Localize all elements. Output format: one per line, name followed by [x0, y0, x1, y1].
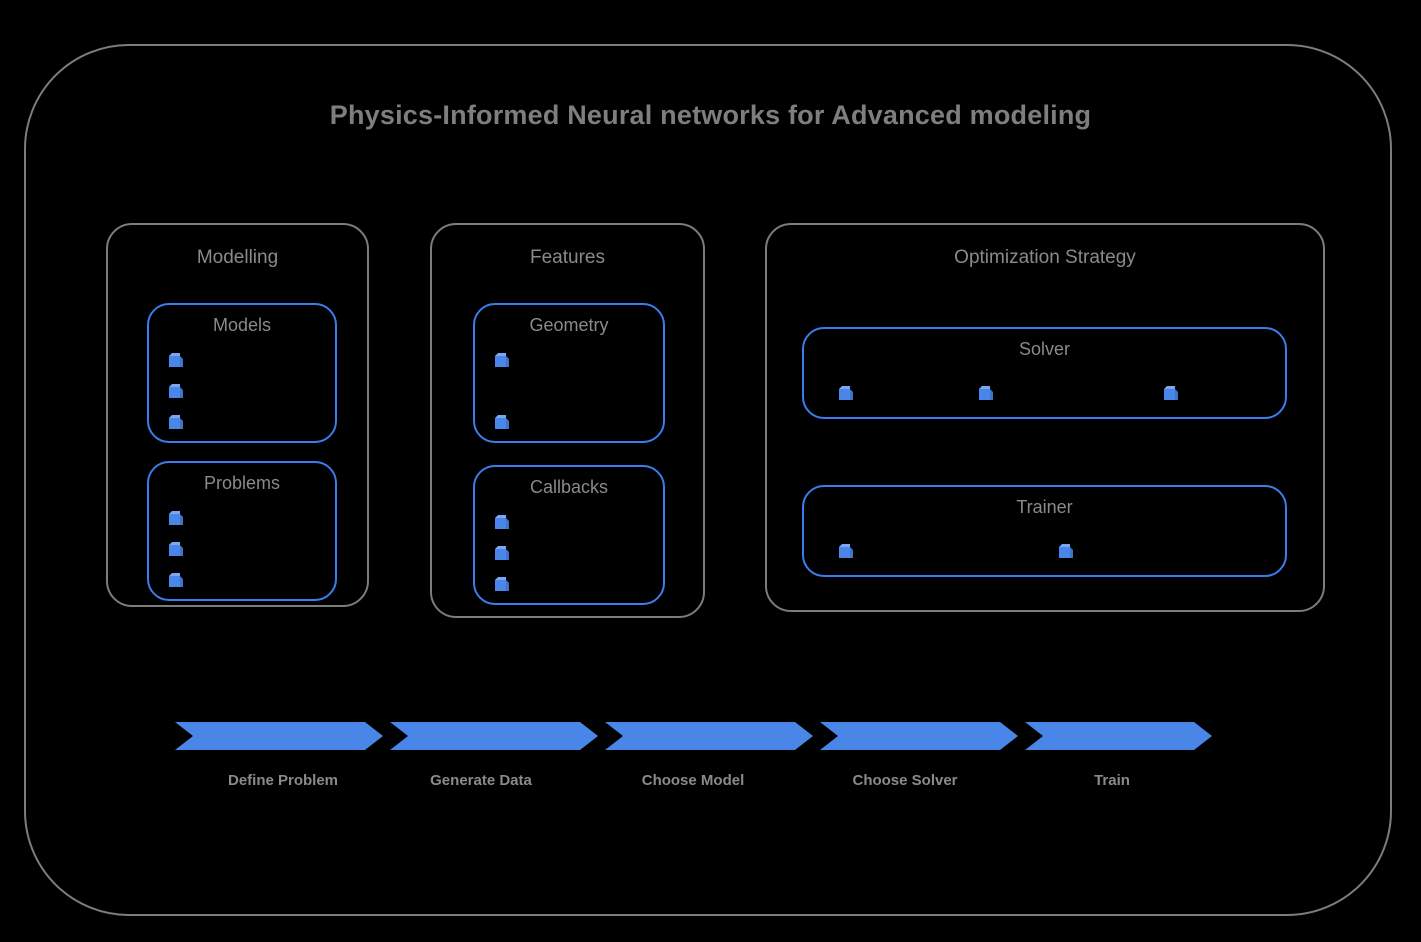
page-title: Physics-Informed Neural networks for Adv… [329, 100, 1092, 130]
pipeline-arrows [175, 722, 1212, 750]
pipeline-label-2: Generate Data [430, 772, 532, 789]
chevron-step-3[interactable] [605, 722, 813, 750]
cube-bullet-icon [839, 386, 853, 400]
box-geometry[interactable]: Geometry [473, 303, 665, 443]
cube-bullet-icon [169, 384, 183, 398]
chevron-step-2[interactable] [390, 722, 598, 750]
cube-bullet-icon [495, 353, 509, 367]
chevron-step-4[interactable] [820, 722, 1018, 750]
bullet-list-trainer [804, 544, 1285, 558]
cube-bullet-icon [169, 573, 183, 587]
group-panel-optimization-strategy: Optimization Strategy Solver Trainer [765, 223, 1325, 612]
cube-bullet-icon [1164, 386, 1178, 400]
outer-container [24, 44, 1392, 916]
box-solver[interactable]: Solver [802, 327, 1287, 419]
cube-bullet-icon [495, 546, 509, 560]
cube-bullet-icon [839, 544, 853, 558]
chevron-step-1[interactable] [175, 722, 383, 750]
box-title-solver: Solver [1018, 339, 1071, 359]
group-panel-features: Features Geometry Callbacks [430, 223, 705, 618]
cube-bullet-icon [169, 511, 183, 525]
cube-bullet-icon [1059, 544, 1073, 558]
box-models[interactable]: Models [147, 303, 337, 443]
group-panel-modelling: Modelling Models Problems [106, 223, 369, 607]
group-title-optimization-strategy: Optimization Strategy [954, 247, 1136, 268]
cube-bullet-icon [495, 515, 509, 529]
pipeline-label-4: Choose Solver [852, 772, 958, 789]
cube-bullet-icon [979, 386, 993, 400]
bullet-list-solver [804, 386, 1285, 400]
pipeline-label-3: Choose Model [641, 772, 745, 789]
box-title-callbacks: Callbacks [529, 477, 609, 497]
pipeline-label-5: Train [1094, 772, 1130, 789]
box-problems[interactable]: Problems [147, 461, 337, 601]
box-trainer[interactable]: Trainer [802, 485, 1287, 577]
box-title-geometry: Geometry [529, 315, 609, 335]
box-title-problems: Problems [203, 473, 281, 493]
cube-bullet-icon [495, 415, 509, 429]
group-title-features: Features [530, 247, 605, 268]
cube-bullet-icon [169, 415, 183, 429]
group-title-modelling: Modelling [196, 247, 279, 268]
box-title-models: Models [212, 315, 272, 335]
box-title-trainer: Trainer [1016, 497, 1073, 517]
pipeline-flow: Define Problem Generate Data Choose Mode… [0, 700, 1421, 810]
cube-bullet-icon [169, 353, 183, 367]
box-callbacks[interactable]: Callbacks [473, 465, 665, 605]
cube-bullet-icon [169, 542, 183, 556]
cube-bullet-icon [495, 577, 509, 591]
chevron-step-5[interactable] [1025, 722, 1212, 750]
pipeline-label-1: Define Problem [227, 772, 339, 789]
